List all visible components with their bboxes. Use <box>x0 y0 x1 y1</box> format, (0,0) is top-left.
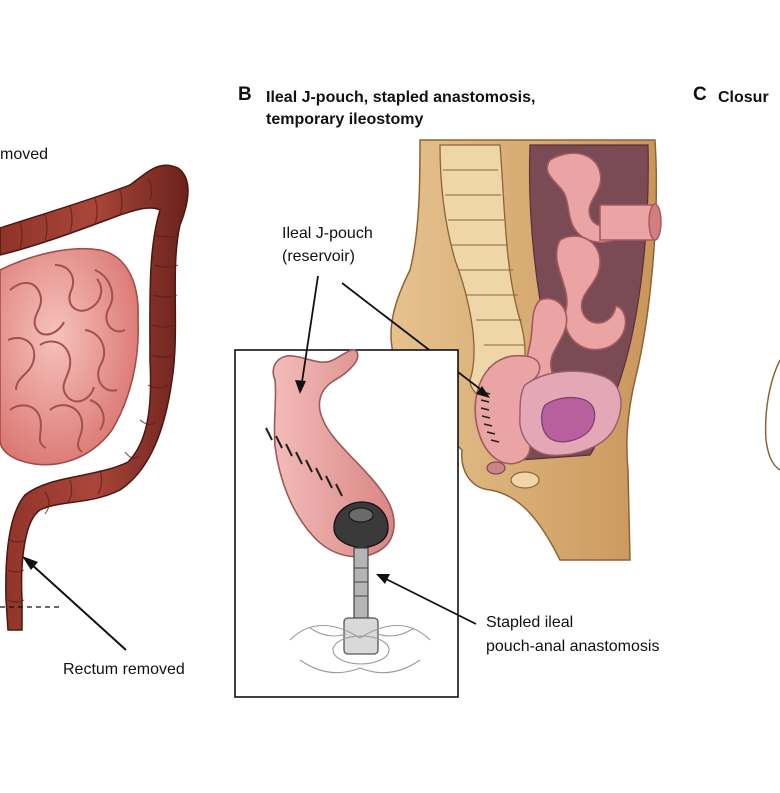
panel-b-letter: B <box>238 84 252 105</box>
pelvic-organ-inner <box>541 396 596 443</box>
label-colon-removed: moved <box>0 146 49 163</box>
arrow-stapled <box>383 577 477 625</box>
small-bowel-loops <box>7 264 126 453</box>
pelvic-pouch-staples <box>480 391 500 443</box>
arrow-jpouch-pelvis <box>341 282 485 393</box>
ileostomy-opening <box>648 203 662 241</box>
perineum-sketch <box>289 624 431 674</box>
arrow-jpouch-inset <box>301 275 319 383</box>
panel-c-partial-illustration <box>764 359 780 471</box>
arrowhead-jpouch-pelvis <box>476 386 490 398</box>
inset-staple-row <box>265 427 343 497</box>
panel-c-body-edge <box>764 359 780 471</box>
stapler-shaft-rings <box>354 567 368 597</box>
arrowhead-stapled <box>376 574 390 584</box>
panel-a-colon-illustration <box>0 164 189 651</box>
stapler-anvil-top <box>348 507 374 523</box>
label-rectum-removed: Rectum removed <box>63 661 185 678</box>
stapler-anvil <box>333 501 389 549</box>
inset-box <box>234 275 477 698</box>
panel-b-title-line2: temporary ileostomy <box>266 111 424 128</box>
label-stapled-line2: pouch-anal anastomosis <box>486 638 660 655</box>
anus <box>486 461 506 475</box>
arrow-rectum <box>29 562 127 651</box>
pubic-bone <box>510 471 540 489</box>
colon-frame <box>0 164 189 631</box>
arrowhead-rectum <box>22 556 38 570</box>
arrowhead-jpouch-inset <box>295 380 306 394</box>
panel-c-title-partial: Closur <box>718 89 769 106</box>
panel-b-pelvis-illustration <box>341 139 662 561</box>
panel-c-letter: C <box>693 84 707 105</box>
label-jpouch-line1: Ileal J-pouch <box>282 225 373 242</box>
label-stapled-line1: Stapled ileal <box>486 614 574 631</box>
colon-haustra <box>7 177 180 603</box>
panel-b-title-line1: Ileal J-pouch, stapled anastomosis, <box>266 89 536 106</box>
stapler-shaft <box>353 547 369 619</box>
ileostomy-stub <box>599 204 656 241</box>
label-jpouch-line2: (reservoir) <box>282 248 355 265</box>
